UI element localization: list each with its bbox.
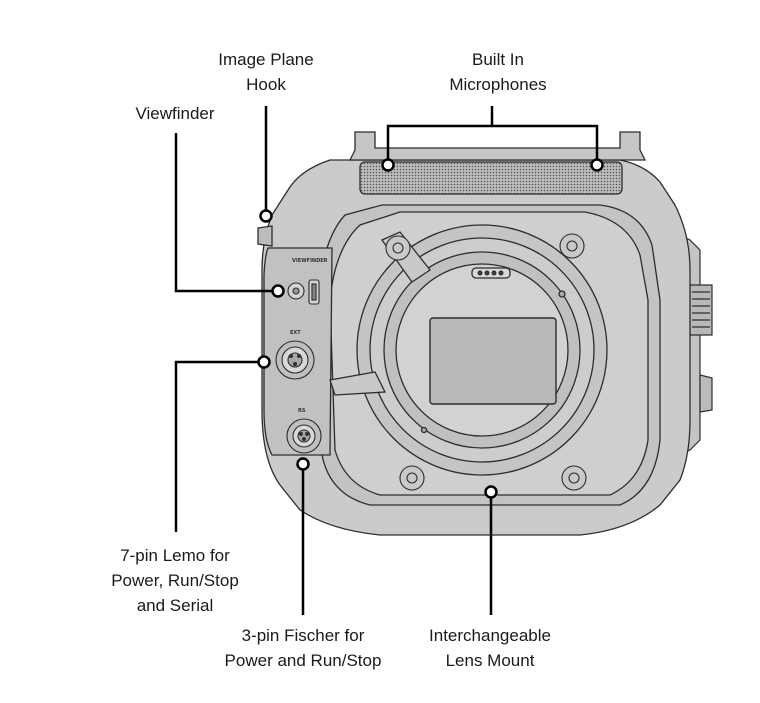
- label-lemo-connector: 7-pin Lemo for Power, Run/Stop and Seria…: [111, 546, 239, 615]
- label-lens-mount: Interchangeable Lens Mount: [429, 626, 551, 670]
- viewfinder-panel-tag: VIEWFINDER: [292, 258, 328, 264]
- label-built-in-microphones: Built In Microphones: [449, 50, 547, 94]
- callout-lines: [174, 106, 599, 615]
- label-viewfinder: Viewfinder: [135, 104, 215, 123]
- ext-panel-tag: EXT: [290, 330, 301, 336]
- callout-lemo: [174, 360, 258, 532]
- image-sensor: [429, 317, 557, 405]
- viewfinder-connector: [287, 279, 320, 305]
- callout-viewfinder: [174, 133, 272, 293]
- label-fischer-connector: 3-pin Fischer for Power and Run/Stop: [224, 626, 382, 670]
- lemo-connector: [275, 340, 315, 380]
- fischer-connector: [286, 418, 322, 454]
- mount-screws: [385, 233, 587, 491]
- callout-markers: [257, 158, 604, 499]
- rs-panel-tag: RS: [298, 408, 306, 414]
- label-image-plane-hook: Image Plane Hook: [218, 50, 314, 94]
